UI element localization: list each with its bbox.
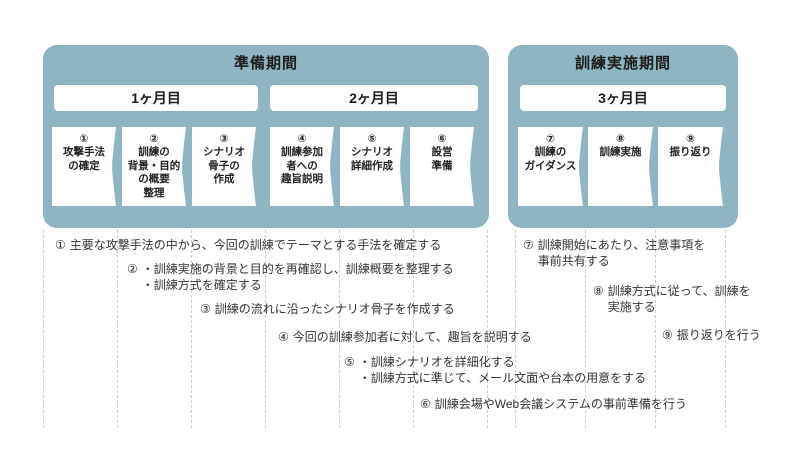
step-7-label: 訓練の ガイダンス xyxy=(524,146,577,172)
note-4: ④ 今回の訓練参加者に対して、趣旨を説明する xyxy=(278,330,532,346)
note-5-text: ・訓練シナリオを詳細化する ・訓練方式に準じて、メール文面や台本の用意をする xyxy=(358,355,647,385)
note-7-number: ⑦ xyxy=(523,238,534,252)
note-9: ⑨ 振り返りを行う xyxy=(662,328,761,344)
grid-line xyxy=(117,230,118,428)
note-3-text: 訓練の流れに沿ったシナリオ骨子を作成する xyxy=(214,302,455,316)
grid-line xyxy=(655,230,656,428)
note-5: ⑤ ・訓練シナリオを詳細化する ・訓練方式に準じて、メール文面や台本の用意をする xyxy=(344,355,646,386)
step-3-label: シナリオ 骨子の 作成 xyxy=(203,146,245,185)
grid-line xyxy=(265,230,266,428)
month-bar-1-label: 1ヶ月目 xyxy=(131,90,181,106)
note-3-number: ③ xyxy=(200,302,211,316)
step-4: ④ 訓練参加 者への 趣旨説明 xyxy=(270,127,334,206)
grid-line xyxy=(487,230,488,428)
step-9-label: 振り返り xyxy=(669,146,712,158)
step-8: ⑧ 訓練実施 xyxy=(588,127,653,206)
note-2-text: ・訓練実施の背景と目的を再確認し、訓練概要を整理する ・訓練方式を確定する xyxy=(141,262,454,292)
grid-line xyxy=(413,230,414,428)
note-1: ① 主要な攻撃手法の中から、今回の訓練でテーマとする手法を確定する xyxy=(55,238,441,254)
grid-line xyxy=(339,230,340,428)
note-7-text: 訓練開始にあたり、注意事項を 事前共有する xyxy=(537,238,706,268)
step-1-number: ① xyxy=(79,133,89,145)
note-8-text: 訓練方式に従って、訓練を 実施する xyxy=(607,284,751,314)
step-8-label: 訓練実施 xyxy=(599,146,642,158)
note-8: ⑧ 訓練方式に従って、訓練を 実施する xyxy=(593,284,751,315)
step-6: ⑥ 設営 準備 xyxy=(410,127,474,206)
note-4-number: ④ xyxy=(278,330,289,344)
step-3: ③ シナリオ 骨子の 作成 xyxy=(192,127,256,206)
note-4-text: 今回の訓練参加者に対して、趣旨を説明する xyxy=(292,330,532,344)
grid-line xyxy=(585,230,586,428)
step-2-label: 訓練の 背景・目的 の概要 整理 xyxy=(127,146,181,199)
step-7-number: ⑦ xyxy=(546,133,555,145)
note-6-text: 訓練会場やWeb会議システムの事前準備を行う xyxy=(434,397,687,411)
month-bar-3-label: 3ヶ月目 xyxy=(598,90,648,106)
grid-line xyxy=(515,230,516,428)
month-bar-3: 3ヶ月目 xyxy=(520,85,726,111)
step-2: ② 訓練の 背景・目的 の概要 整理 xyxy=(122,127,186,206)
note-3: ③ 訓練の流れに沿ったシナリオ骨子を作成する xyxy=(200,302,455,318)
note-6: ⑥ 訓練会場やWeb会議システムの事前準備を行う xyxy=(420,397,687,413)
step-6-number: ⑥ xyxy=(437,133,447,145)
grid-line xyxy=(43,230,44,428)
month-bar-2-label: 2ヶ月目 xyxy=(349,90,399,106)
note-9-text: 振り返りを行う xyxy=(676,328,761,342)
step-1-label: 攻撃手法 の確定 xyxy=(63,146,105,172)
step-4-number: ④ xyxy=(297,133,307,145)
step-5-number: ⑤ xyxy=(367,133,377,145)
note-9-number: ⑨ xyxy=(662,328,673,342)
step-8-number: ⑧ xyxy=(616,133,625,145)
note-1-number: ① xyxy=(55,238,66,252)
step-4-label: 訓練参加 者への 趣旨説明 xyxy=(281,146,323,185)
step-3-number: ③ xyxy=(219,133,229,145)
panel-execution: 訓練実施期間 3ヶ月目 ⑦ 訓練の ガイダンス ⑧ 訓練実施 ⑨ 振り返り xyxy=(508,45,738,228)
note-6-number: ⑥ xyxy=(420,397,431,411)
step-7: ⑦ 訓練の ガイダンス xyxy=(518,127,583,206)
panel-preparation-title: 準備期間 xyxy=(233,55,298,72)
step-2-number: ② xyxy=(149,133,159,145)
note-2: ② ・訓練実施の背景と目的を再確認し、訓練概要を整理する ・訓練方式を確定する xyxy=(127,262,454,293)
note-2-number: ② xyxy=(127,262,138,276)
note-5-number: ⑤ xyxy=(344,355,355,369)
grid-line xyxy=(725,230,726,428)
step-9-number: ⑨ xyxy=(686,133,695,145)
step-6-label: 設営 準備 xyxy=(431,146,453,172)
panel-execution-title: 訓練実施期間 xyxy=(574,55,671,72)
month-bar-2: 2ヶ月目 xyxy=(270,85,478,111)
step-5: ⑤ シナリオ 詳細作成 xyxy=(340,127,404,206)
month-bar-1: 1ヶ月目 xyxy=(54,85,258,111)
grid-line xyxy=(191,230,192,428)
step-1: ① 攻撃手法 の確定 xyxy=(52,127,116,206)
note-8-number: ⑧ xyxy=(593,284,604,298)
note-1-text: 主要な攻撃手法の中から、今回の訓練でテーマとする手法を確定する xyxy=(69,238,442,252)
step-5-label: シナリオ 詳細作成 xyxy=(351,146,393,172)
note-7: ⑦ 訓練開始にあたり、注意事項を 事前共有する xyxy=(523,238,705,269)
step-9: ⑨ 振り返り xyxy=(658,127,723,206)
panel-preparation: 準備期間 1ヶ月目 2ヶ月目 ① 攻撃手法 の確定 ② 訓練の 背景・目的 の概… xyxy=(43,45,489,228)
